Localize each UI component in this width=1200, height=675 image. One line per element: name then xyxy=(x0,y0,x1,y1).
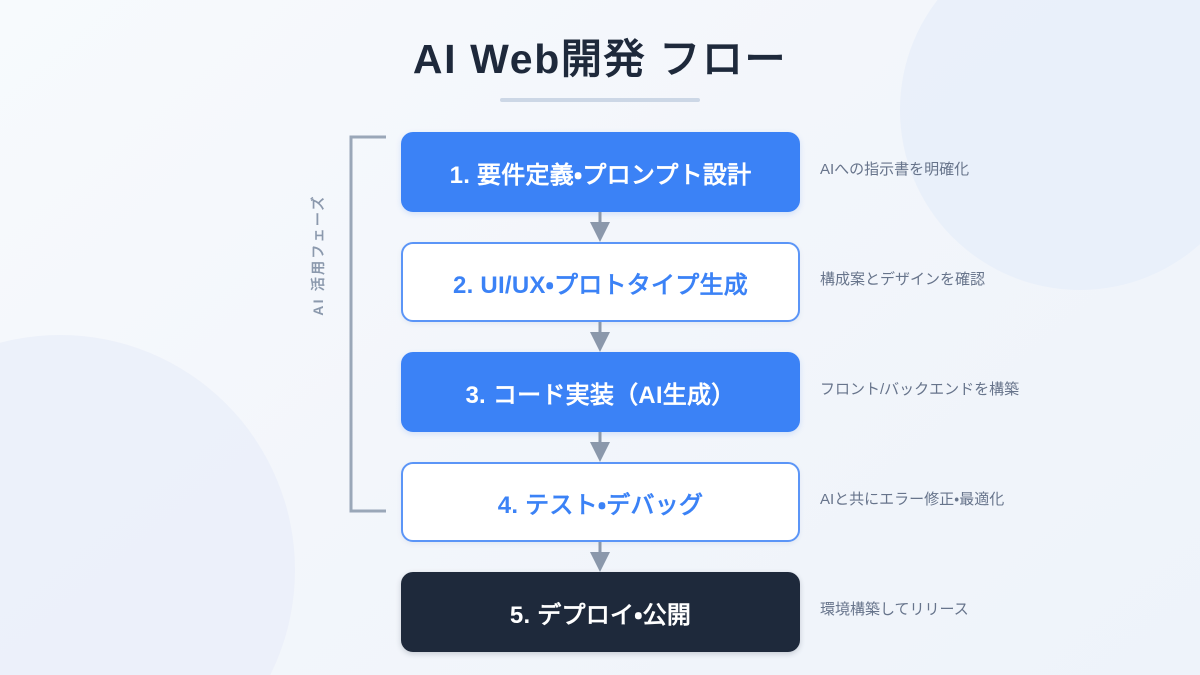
title-divider xyxy=(500,98,700,103)
step-box-2[interactable]: 2. UI/UX・プロトタイプ生成 xyxy=(401,242,800,322)
step-label-3: 3. コード実装（AI生成） xyxy=(465,381,736,409)
step-label-4: 4. テスト・デバッグ xyxy=(497,491,704,519)
step-label-5: 5. デプロイ・公開 xyxy=(509,601,692,629)
flow-step-5: 5. デプロイ・公開 環境構築してリリース xyxy=(0,572,1200,660)
step-box-3[interactable]: 3. コード実装（AI生成） xyxy=(401,352,800,432)
phase-bracket-icon xyxy=(349,135,386,513)
step-box-1[interactable]: 1. 要件定義・プロンプト設計 xyxy=(401,132,800,212)
flow-step-2: 2. UI/UX・プロトタイプ生成 構成案とデザインを確認 xyxy=(0,242,1200,352)
arrow-down-icon xyxy=(590,322,610,352)
flow-step-4: 4. テスト・デバッグ AIと共にエラー修正・最適化 xyxy=(0,462,1200,572)
arrow-down-icon xyxy=(590,432,610,462)
diagram-header: AI Web開発 フロー xyxy=(0,0,1200,103)
step-note-2: 構成案とデザインを確認 xyxy=(820,271,986,288)
step-box-4[interactable]: 4. テスト・デバッグ xyxy=(401,462,800,542)
arrow-down-icon xyxy=(590,212,610,242)
arrow-down-icon xyxy=(590,542,610,572)
step-label-1: 1. 要件定義・プロンプト設計 xyxy=(449,161,752,189)
flow-step-1: 1. 要件定義・プロンプト設計 AIへの指示書を明確化 xyxy=(0,132,1200,242)
step-note-1: AIへの指示書を明確化 xyxy=(820,161,970,178)
step-box-5[interactable]: 5. デプロイ・公開 xyxy=(401,572,800,652)
step-note-3: フロント/バックエンドを構築 xyxy=(820,381,1020,398)
flow-steps: 1. 要件定義・プロンプト設計 AIへの指示書を明確化 2. UI/UX・プロト… xyxy=(0,132,1200,660)
page-title: AI Web開発 フロー xyxy=(412,36,788,82)
step-label-2: 2. UI/UX・プロトタイプ生成 xyxy=(453,271,748,299)
step-note-4: AIと共にエラー修正・最適化 xyxy=(820,491,1005,508)
step-note-5: 環境構築してリリース xyxy=(820,601,969,618)
flow-step-3: 3. コード実装（AI生成） フロント/バックエンドを構築 xyxy=(0,352,1200,462)
